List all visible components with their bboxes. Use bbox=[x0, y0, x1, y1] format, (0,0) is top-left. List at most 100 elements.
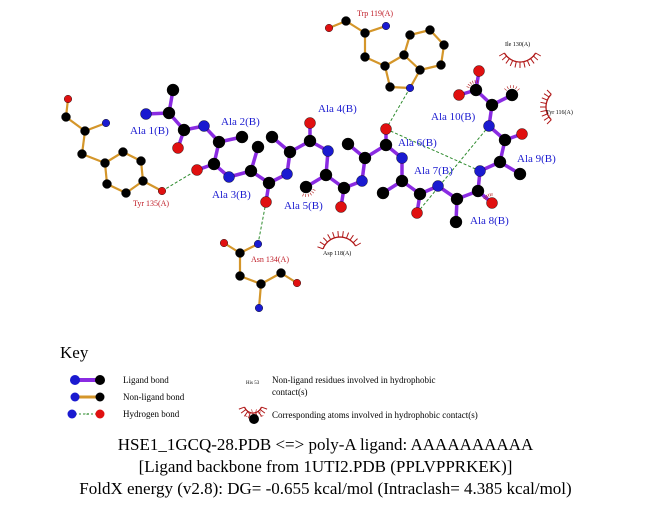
nitrogen-atom bbox=[254, 304, 263, 313]
atoms bbox=[61, 16, 528, 313]
carbon-atom bbox=[471, 184, 485, 198]
carbon-atom bbox=[276, 268, 286, 278]
ligand-label-ala1: Ala 1(B) bbox=[130, 125, 169, 137]
carbon-atom bbox=[212, 135, 226, 149]
carbon-atom bbox=[399, 50, 409, 60]
hydrophobic-spoke bbox=[506, 86, 509, 90]
carbon-atom bbox=[100, 158, 110, 168]
carbon-atom bbox=[61, 112, 71, 122]
oxygen-atom bbox=[516, 128, 528, 140]
hydrogen-bonds bbox=[161, 87, 490, 245]
hydrophobic-spoke bbox=[302, 193, 304, 197]
hydrophobic-spoke bbox=[258, 411, 261, 414]
hydrophobic-spoke bbox=[247, 411, 250, 414]
footer-line-3: FoldX energy (v2.8): DG= -0.655 kcal/mol… bbox=[79, 479, 572, 498]
nitrogen-atom bbox=[253, 239, 262, 248]
carbon-atom bbox=[439, 40, 449, 50]
carbon-atom bbox=[256, 279, 266, 289]
nitrogen-atom bbox=[406, 83, 415, 92]
carbon-atom bbox=[251, 140, 265, 154]
carbon-atom bbox=[265, 130, 279, 144]
ligand-label-ala8: Ala 8(B) bbox=[470, 215, 509, 227]
ligand-label-ala5: Ala 5(B) bbox=[284, 200, 323, 212]
ligand-label-ala3: Ala 3(B) bbox=[212, 189, 251, 201]
oxygen-atom bbox=[157, 186, 166, 195]
hydrophobic-spoke bbox=[485, 194, 489, 198]
key-nonligand-hydrophobic-line1: Non-ligand residues involved in hydropho… bbox=[272, 375, 435, 385]
hydrophobic-contacts bbox=[302, 52, 552, 250]
nitrogen-atom bbox=[396, 152, 408, 164]
carbon-atom bbox=[80, 126, 90, 136]
carbon-atom bbox=[262, 176, 276, 190]
carbon-atom bbox=[425, 25, 435, 35]
key-ligand-bond-label: Ligand bond bbox=[123, 375, 169, 385]
carbon-atom bbox=[136, 156, 146, 166]
hydrophobic-spoke bbox=[471, 80, 474, 84]
carbon-atom bbox=[235, 271, 245, 281]
carbon-atom bbox=[395, 174, 409, 188]
hydrophobic-spoke bbox=[509, 85, 512, 89]
residue-label-trp119: Trp 119(A) bbox=[357, 9, 393, 18]
carbon-atom bbox=[413, 187, 427, 201]
ligand-label-ala10: Ala 10(B) bbox=[431, 111, 476, 123]
key-hydrogen-bond-label: Hydrogen bond bbox=[123, 409, 180, 419]
carbon-atom bbox=[450, 192, 464, 206]
ligand-label-ala6: Ala 6(B) bbox=[398, 137, 437, 149]
carbon-atom bbox=[379, 138, 393, 152]
residue-label-asp118: Asp 118(A) bbox=[323, 250, 351, 257]
residue-label-tyr116: Tyr 116(A) bbox=[546, 109, 573, 116]
carbon-atom bbox=[283, 145, 297, 159]
hydrophobic-spoke bbox=[504, 88, 507, 91]
bonds bbox=[64, 19, 523, 309]
carbon-atom bbox=[162, 106, 176, 120]
carbon-atom bbox=[493, 155, 507, 169]
oxygen-atom bbox=[63, 94, 72, 103]
oxygen-atom bbox=[260, 196, 272, 208]
carbon-atom bbox=[77, 149, 87, 159]
nitrogen-atom bbox=[198, 120, 210, 132]
carbon-atom bbox=[385, 82, 395, 92]
oxygen-atom bbox=[172, 142, 184, 154]
carbon-atom bbox=[505, 88, 519, 102]
carbon-atom bbox=[485, 98, 499, 112]
residue-label-asn134: Asn 134(A) bbox=[251, 255, 289, 264]
key-example-residue: His 53 bbox=[246, 381, 260, 386]
hydrophobic-spoke bbox=[476, 80, 479, 84]
hydrophobic-spoke bbox=[311, 191, 315, 194]
ligand-label-ala2: Ala 2(B) bbox=[221, 116, 260, 128]
nitrogen-atom bbox=[432, 180, 444, 192]
hydrogen-bond bbox=[416, 125, 490, 214]
carbon-atom bbox=[405, 30, 415, 40]
carbon-atom bbox=[469, 83, 483, 97]
oxygen-atom bbox=[411, 207, 423, 219]
carbon-atom bbox=[235, 248, 245, 258]
key-nonligand-bond-label: Non-ligand bond bbox=[123, 392, 185, 402]
ligand-label-ala7: Ala 7(B) bbox=[414, 165, 453, 177]
carbon-atom bbox=[303, 134, 317, 148]
nitrogen-atom bbox=[483, 120, 495, 132]
key-nonligand-hydrophobic-line2: contact(s) bbox=[272, 387, 307, 397]
carbon-atom bbox=[513, 167, 527, 181]
carbon-atom bbox=[244, 164, 258, 178]
carbon-atom bbox=[341, 16, 351, 26]
carbon-atom bbox=[121, 188, 131, 198]
hydrogen-bond bbox=[385, 128, 481, 172]
oxygen-atom bbox=[453, 89, 465, 101]
nitrogen-atom bbox=[356, 175, 368, 187]
nitrogen-atom bbox=[382, 22, 391, 31]
carbon-atom bbox=[376, 186, 390, 200]
ligand-label-ala4: Ala 4(B) bbox=[318, 103, 357, 115]
carbon-atom bbox=[360, 28, 370, 38]
hydrogen-bond bbox=[257, 201, 267, 245]
hydrophobic-spoke bbox=[312, 189, 316, 191]
key-hydrophobic-atom-icon bbox=[244, 409, 264, 424]
carbon-atom bbox=[102, 179, 112, 189]
nitrogen-atom bbox=[474, 165, 486, 177]
hydrophobic-spoke bbox=[251, 409, 253, 413]
nitrogen-atom bbox=[140, 108, 152, 120]
carbon-atom bbox=[449, 215, 463, 229]
nitrogen-atom bbox=[223, 171, 235, 183]
oxygen-atom bbox=[325, 24, 334, 33]
carbon-atom bbox=[235, 130, 249, 144]
